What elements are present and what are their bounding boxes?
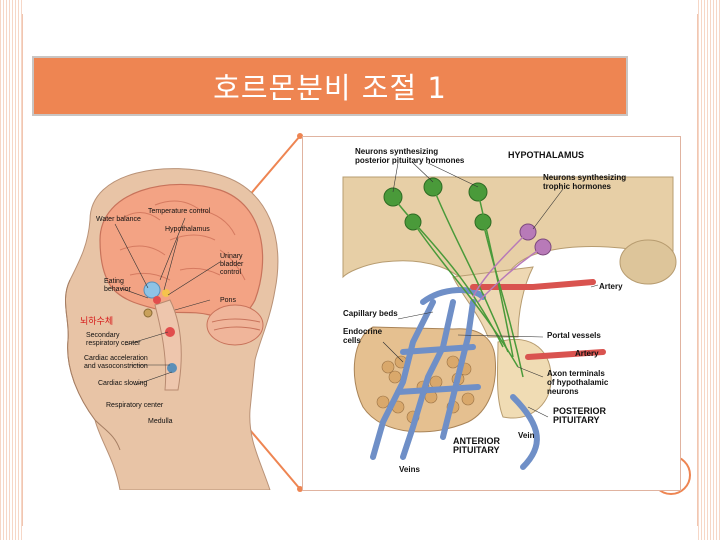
- slide-frame: [22, 14, 698, 526]
- label-artery-bottom: Artery: [575, 349, 599, 358]
- label-capillary-beds: Capillary beds: [343, 309, 398, 318]
- label-hypothalamus-diagram: HYPOTHALAMUS: [508, 150, 584, 160]
- label-eating-behavior: Eating behavior: [104, 278, 131, 293]
- label-cardiac-acceleration: Cardiac acceleration and vasoconstrictio…: [84, 355, 148, 370]
- label-cardiac-slowing: Cardiac slowing: [98, 380, 148, 387]
- label-medulla: Medulla: [148, 418, 173, 425]
- label-neurons-trophic: Neurons synthesizing trophic hormones: [543, 173, 627, 191]
- label-water-balance: Water balance: [96, 216, 141, 223]
- left-decorative-border: [0, 0, 22, 540]
- pituitary-diagram: Neurons synthesizing posterior pituitary…: [302, 136, 681, 491]
- label-pons: Pons: [220, 297, 236, 304]
- right-decorative-border: [698, 0, 720, 540]
- label-neurons-posterior: Neurons synthesizing posterior pituitary…: [355, 147, 465, 165]
- label-veins: Veins: [399, 465, 420, 474]
- label-temperature-control: Temperature control: [148, 208, 211, 215]
- head-illustration: Temperature control Water balance Hypoth…: [60, 150, 300, 491]
- label-anterior-pituitary: ANTERIOR PITUITARY: [453, 436, 500, 455]
- label-urinary-bladder-control: Urinary bladder control: [220, 253, 244, 276]
- label-portal-vessels: Portal vessels: [547, 331, 601, 340]
- pituitary-diagram-image: [342, 162, 677, 470]
- label-posterior-pituitary: POSTERIOR PITUITARY: [553, 406, 607, 425]
- slide-title: 호르몬분비 조절 1: [213, 71, 447, 105]
- label-secondary-respiratory-center: Secondary respiratory center: [86, 332, 141, 347]
- label-axon-terminals: Axon terminals of hypothalamic neurons: [547, 369, 609, 396]
- label-endocrine-cells: Endocrine cells: [343, 327, 383, 345]
- label-artery-top: Artery: [599, 282, 623, 291]
- label-respiratory-center: Respiratory center: [106, 402, 164, 409]
- label-vein: Vein: [518, 431, 535, 440]
- label-pituitary-korean: 뇌하수체: [80, 316, 114, 326]
- title-bar: 호르몬분비 조절 1: [32, 56, 628, 116]
- head-cross-section-image: [64, 168, 279, 491]
- label-hypothalamus: Hypothalamus: [165, 226, 210, 233]
